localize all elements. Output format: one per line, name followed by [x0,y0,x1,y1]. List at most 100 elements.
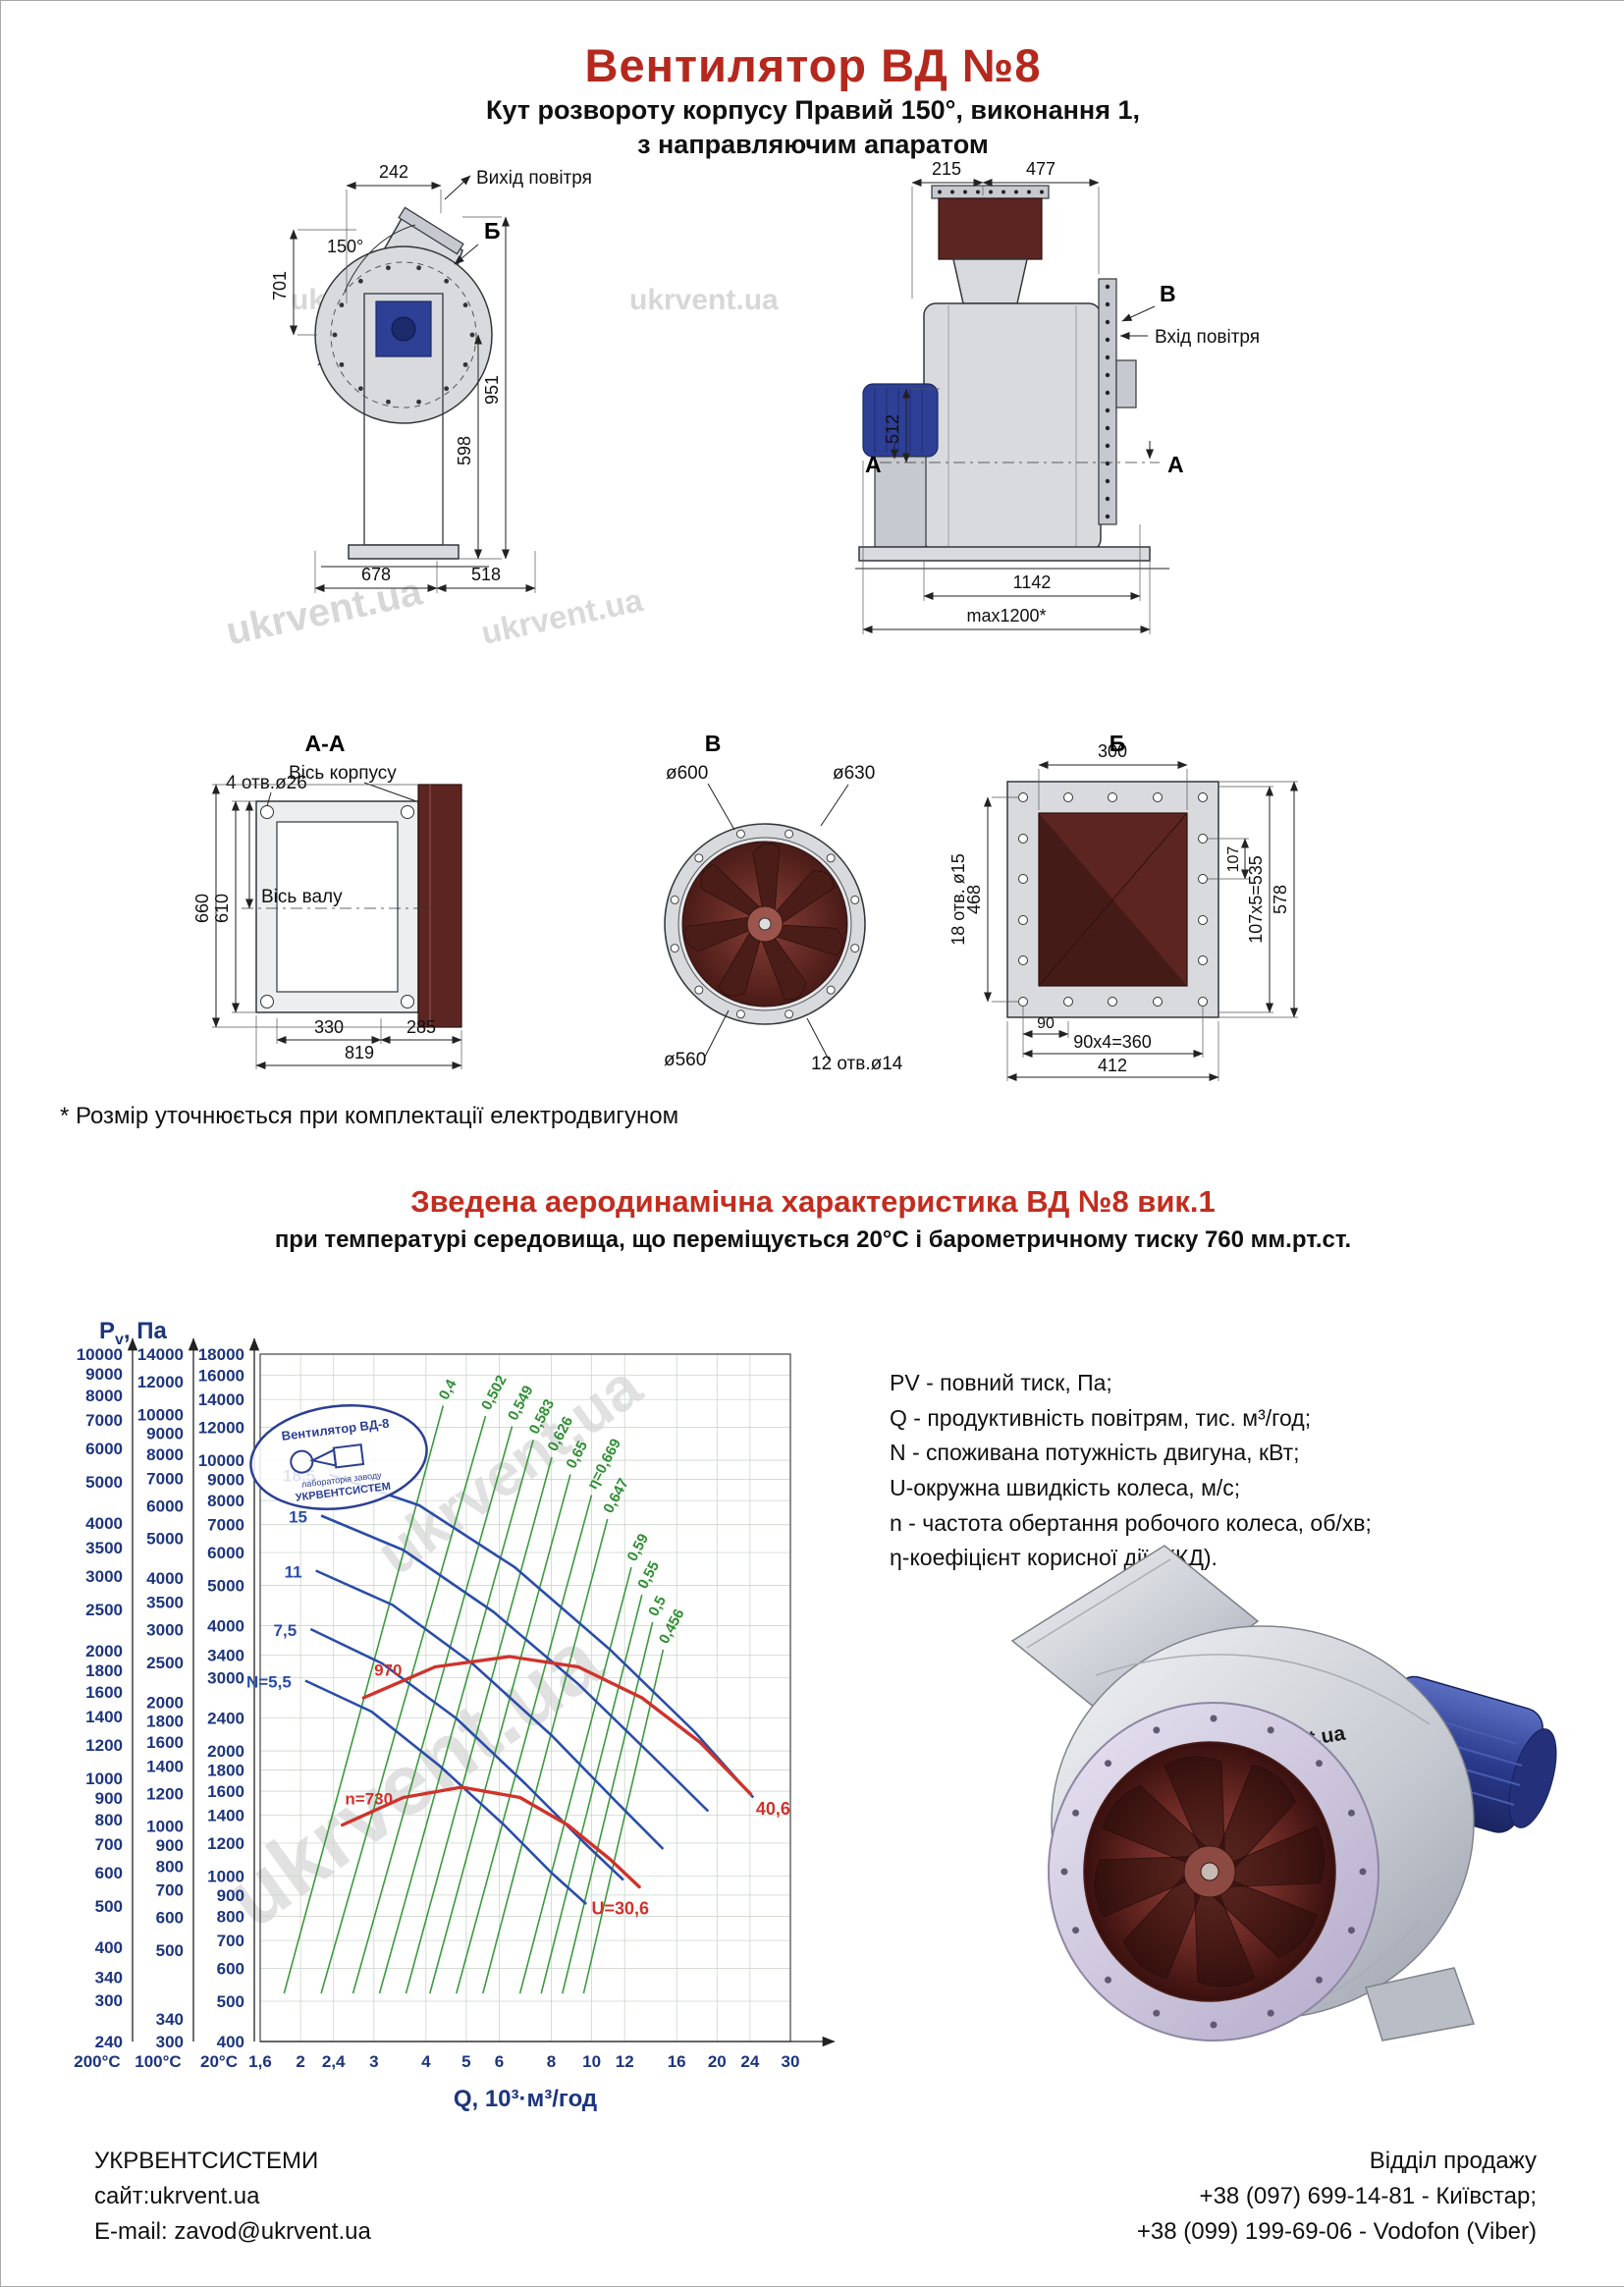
dim-max1200: max1200* [966,606,1046,626]
y-tick: 10000 [137,1405,184,1424]
bolt-hole [1198,915,1208,925]
temp-label: 20°C [200,2052,238,2071]
x-axis-label: Q, 10³·м³/год [454,2086,597,2112]
bolt-hole [785,1009,794,1019]
bolt-hole [1153,997,1163,1007]
dim-angle-150: 150° [327,237,363,256]
dim-285: 285 [406,1017,436,1037]
x-tick: 30 [782,2052,800,2071]
u-speed-label: 40,6 [756,1799,790,1819]
y-tick: 1600 [85,1683,123,1702]
bolt-hole [850,895,860,904]
hub-center [758,917,772,931]
y-tick: 2000 [207,1742,244,1761]
efficiency-line [540,1594,643,1994]
view-b-pointer-label: Б [484,218,501,244]
dim-d630: ø630 [833,763,875,784]
company-email: E-mail: zavod@ukrvent.ua [94,2218,371,2245]
y-tick: 10000 [198,1451,244,1470]
housing-opening [276,821,399,993]
legend-line: PV - повний тиск, Па; [890,1370,1112,1395]
bolt-hole [1018,915,1028,925]
y-tick: 600 [156,1909,184,1928]
curve-18,5 [328,1473,755,1799]
y-tick: 3400 [207,1646,244,1664]
dim-300: 300 [1098,741,1127,761]
x-tick: 3 [369,2052,378,2071]
dim-598: 598 [455,436,474,465]
bolt [1072,1927,1080,1934]
casing-body [923,302,1102,552]
y-tick: 18000 [198,1345,244,1364]
efficiency-label: 0,502 [478,1373,511,1413]
dim-819: 819 [345,1043,374,1062]
bolt [1072,1809,1080,1817]
blade [684,914,766,953]
bolt [416,399,421,405]
y-tick: 700 [95,1835,123,1854]
efficiency-label: 0,647 [600,1476,632,1516]
y-tick: 3000 [207,1668,244,1687]
footnote: * Розмір уточнюється при комплектації ел… [60,1103,679,1129]
y-tick: 7000 [207,1516,244,1535]
bolt [1210,2021,1218,2029]
bolt [1105,408,1110,413]
bolt [1060,1868,1068,1876]
y-tick: 700 [156,1881,184,1900]
holes-4-label: 4 отв.ø26 [226,773,307,793]
blade-3d [1164,1756,1226,1873]
bolt [1105,390,1110,396]
y-tick: 300 [156,2033,184,2051]
bolt-hole [1198,834,1208,844]
dim-951: 951 [482,375,502,405]
aerodynamic-chart: Pv, Па 100009000800070006000500040003500… [74,1318,836,2112]
view-b-title: Б [1110,731,1126,756]
y-scale-20°C: 1800016000140001200010000900080007000600… [198,1337,260,2071]
y-tick: 700 [217,1932,244,1950]
page-title: Вентилятор ВД №8 [584,39,1042,91]
y-tick: 7000 [146,1469,184,1488]
blade [700,864,772,925]
x-tick: 16 [668,2052,686,2071]
ring-bolts-3d [1060,1715,1367,2029]
bolt-hole [1198,874,1208,884]
bolt [963,190,967,194]
bolt-hole [1018,955,1028,965]
phone-1: +38 (097) 699-14-81 - Київстар; [1199,2183,1537,2209]
bolt [416,265,421,271]
y-tick: 5000 [85,1473,123,1492]
legend-line: U-окружна швидкість колеса, м/с; [890,1474,1241,1500]
inlet-flange-bolts [938,190,1044,194]
blade-3d [1094,1855,1211,1918]
section-a-left: А [865,452,882,477]
x-tick: 2,4 [322,2052,346,2071]
efficiency-label: 0,5 [645,1593,670,1618]
page-subtitle-1: Кут розвороту корпусу Правий 150°, викон… [485,95,1140,125]
efficiency-line [582,1649,665,1994]
dim-90x4: 90х4=360 [1073,1032,1152,1052]
bolt [1267,1726,1274,1734]
y-tick: 1200 [146,1784,184,1803]
dim-610: 610 [212,894,232,923]
bolt-hole [785,829,794,839]
y-tick: 1800 [85,1661,123,1680]
legend-line: N - споживана потужність двигуна, кВт; [890,1440,1300,1466]
y-tick: 1800 [146,1713,184,1731]
bolt [1105,319,1110,325]
blade [762,923,843,956]
curve-label: 11 [285,1563,302,1582]
y-tick: 1800 [207,1761,244,1779]
bolt-hole [1018,874,1028,884]
bolt-hole [1153,792,1163,802]
drawing-section-aa: А-А Вісь корпусу 4 отв.ø26 Вісь валу 660… [192,731,462,1069]
efficiency-line [456,1495,593,1994]
impeller-blades-3d [1094,1756,1326,1988]
bearing-unit [1115,359,1137,408]
bolt [1315,1976,1323,1984]
bolt [1105,337,1110,343]
efficiency-line [378,1440,534,1994]
temp-label: 200°C [74,2052,120,2071]
inlet-opening [938,197,1043,260]
bolt [950,190,954,194]
